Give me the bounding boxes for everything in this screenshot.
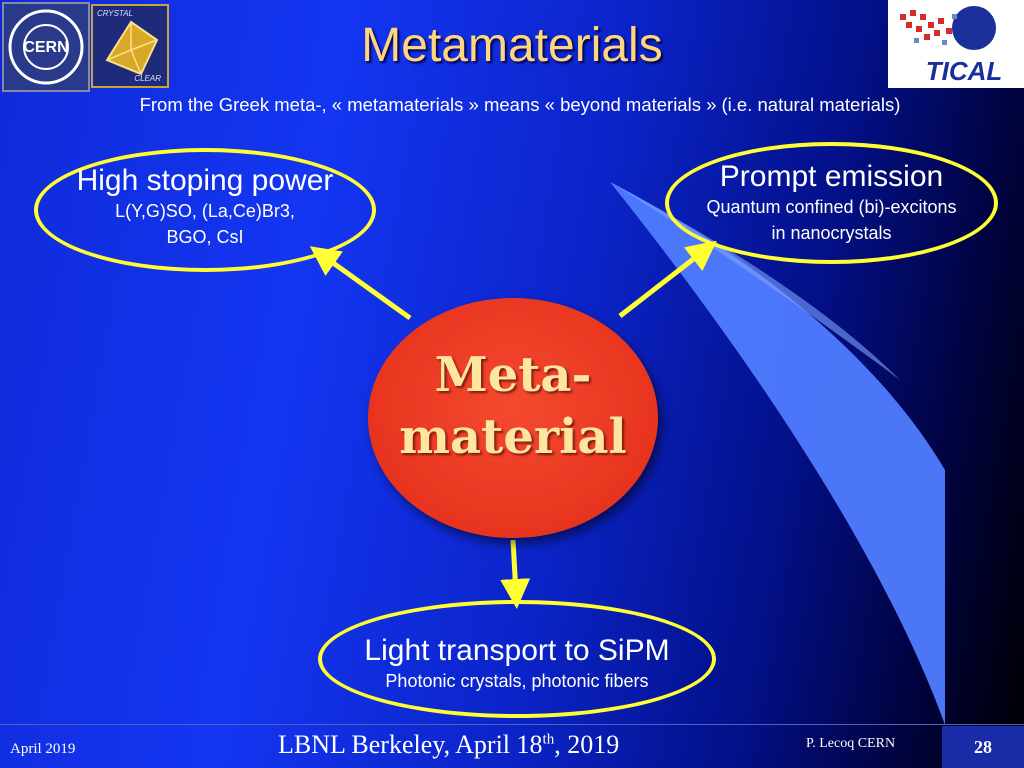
light-transport-line1: Photonic crystals, photonic fibers bbox=[385, 671, 649, 691]
stopping-power-materials-line1: L(Y,G)SO, (La,Ce)Br3, bbox=[115, 201, 295, 221]
arrow-to-stopping bbox=[309, 246, 412, 321]
crystal-clear-top-text: CRYSTAL bbox=[97, 9, 134, 18]
stopping-power-materials-line2: BGO, CsI bbox=[166, 227, 244, 247]
page-number: 28 bbox=[942, 726, 1024, 768]
metamaterial-circle: Meta- material bbox=[368, 298, 658, 538]
stopping-power-title: High stoping power bbox=[76, 164, 334, 197]
prompt-emission-line1: Quantum confined (bi)-excitons bbox=[706, 197, 957, 217]
footer-event-suffix: , 2019 bbox=[554, 730, 620, 759]
prompt-emission-title: Prompt emission bbox=[719, 160, 944, 193]
light-transport-bubble: Light transport to SiPM Photonic crystal… bbox=[318, 600, 716, 718]
crystal-clear-logo: CRYSTAL CLEAR bbox=[91, 4, 169, 88]
tical-logo-text: TICAL bbox=[926, 56, 1003, 86]
footer-event-prefix: LBNL Berkeley, April 18 bbox=[278, 730, 543, 759]
tical-logo: TICAL bbox=[888, 0, 1024, 88]
cern-logo: CERN bbox=[2, 2, 90, 92]
footer-event-sup: th bbox=[542, 731, 555, 748]
footer-divider bbox=[0, 724, 1024, 725]
footer-author: P. Lecoq CERN bbox=[806, 736, 896, 751]
cern-logo-text: CERN bbox=[23, 39, 68, 56]
crystal-clear-bottom-text: CLEAR bbox=[134, 74, 161, 83]
slide-subtitle: From the Greek meta-, « metamaterials » … bbox=[139, 94, 901, 115]
prompt-emission-line2: in nanocrystals bbox=[771, 223, 892, 243]
metamaterial-line2: material bbox=[399, 409, 627, 465]
footer-event: LBNL Berkeley, April 18th, 2019 bbox=[278, 730, 619, 760]
arrow-to-transport bbox=[500, 539, 531, 609]
metamaterial-line1: Meta- bbox=[434, 347, 592, 403]
arrow-to-emission bbox=[618, 240, 717, 318]
prompt-emission-bubble: Prompt emission Quantum confined (bi)-ex… bbox=[665, 142, 998, 264]
stopping-power-bubble: High stoping power L(Y,G)SO, (La,Ce)Br3,… bbox=[34, 148, 376, 272]
light-transport-title: Light transport to SiPM bbox=[364, 634, 670, 667]
slide-title: Metamaterials bbox=[361, 19, 663, 72]
footer-date: April 2019 bbox=[10, 741, 76, 757]
